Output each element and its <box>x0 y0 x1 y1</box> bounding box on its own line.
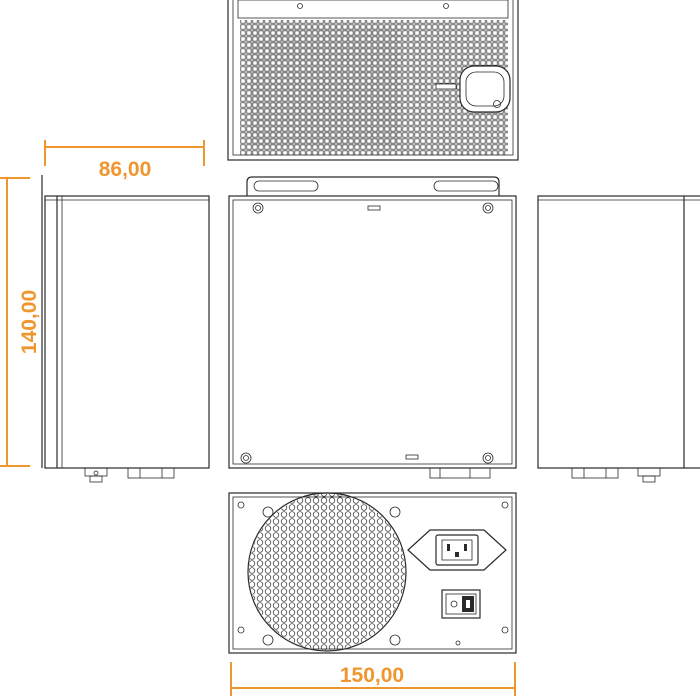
height-dimension-label: 140,00 <box>18 290 41 354</box>
front-view <box>228 176 517 479</box>
left-side-view <box>41 175 210 483</box>
fan-grille-icon <box>247 492 407 652</box>
depth-dimension-label: 86,00 <box>99 158 152 181</box>
height-dimension: 140,00 <box>0 177 41 467</box>
right-side-view <box>537 195 700 483</box>
back-view <box>228 492 517 654</box>
power-inlet-icon <box>407 529 507 571</box>
power-switch-icon <box>441 589 481 619</box>
width-dimension-label: 150,00 <box>340 664 404 687</box>
top-view <box>227 0 519 161</box>
depth-dimension: 86,00 <box>44 140 205 181</box>
width-dimension: 150,00 <box>230 662 516 696</box>
cable-exit <box>459 65 511 113</box>
